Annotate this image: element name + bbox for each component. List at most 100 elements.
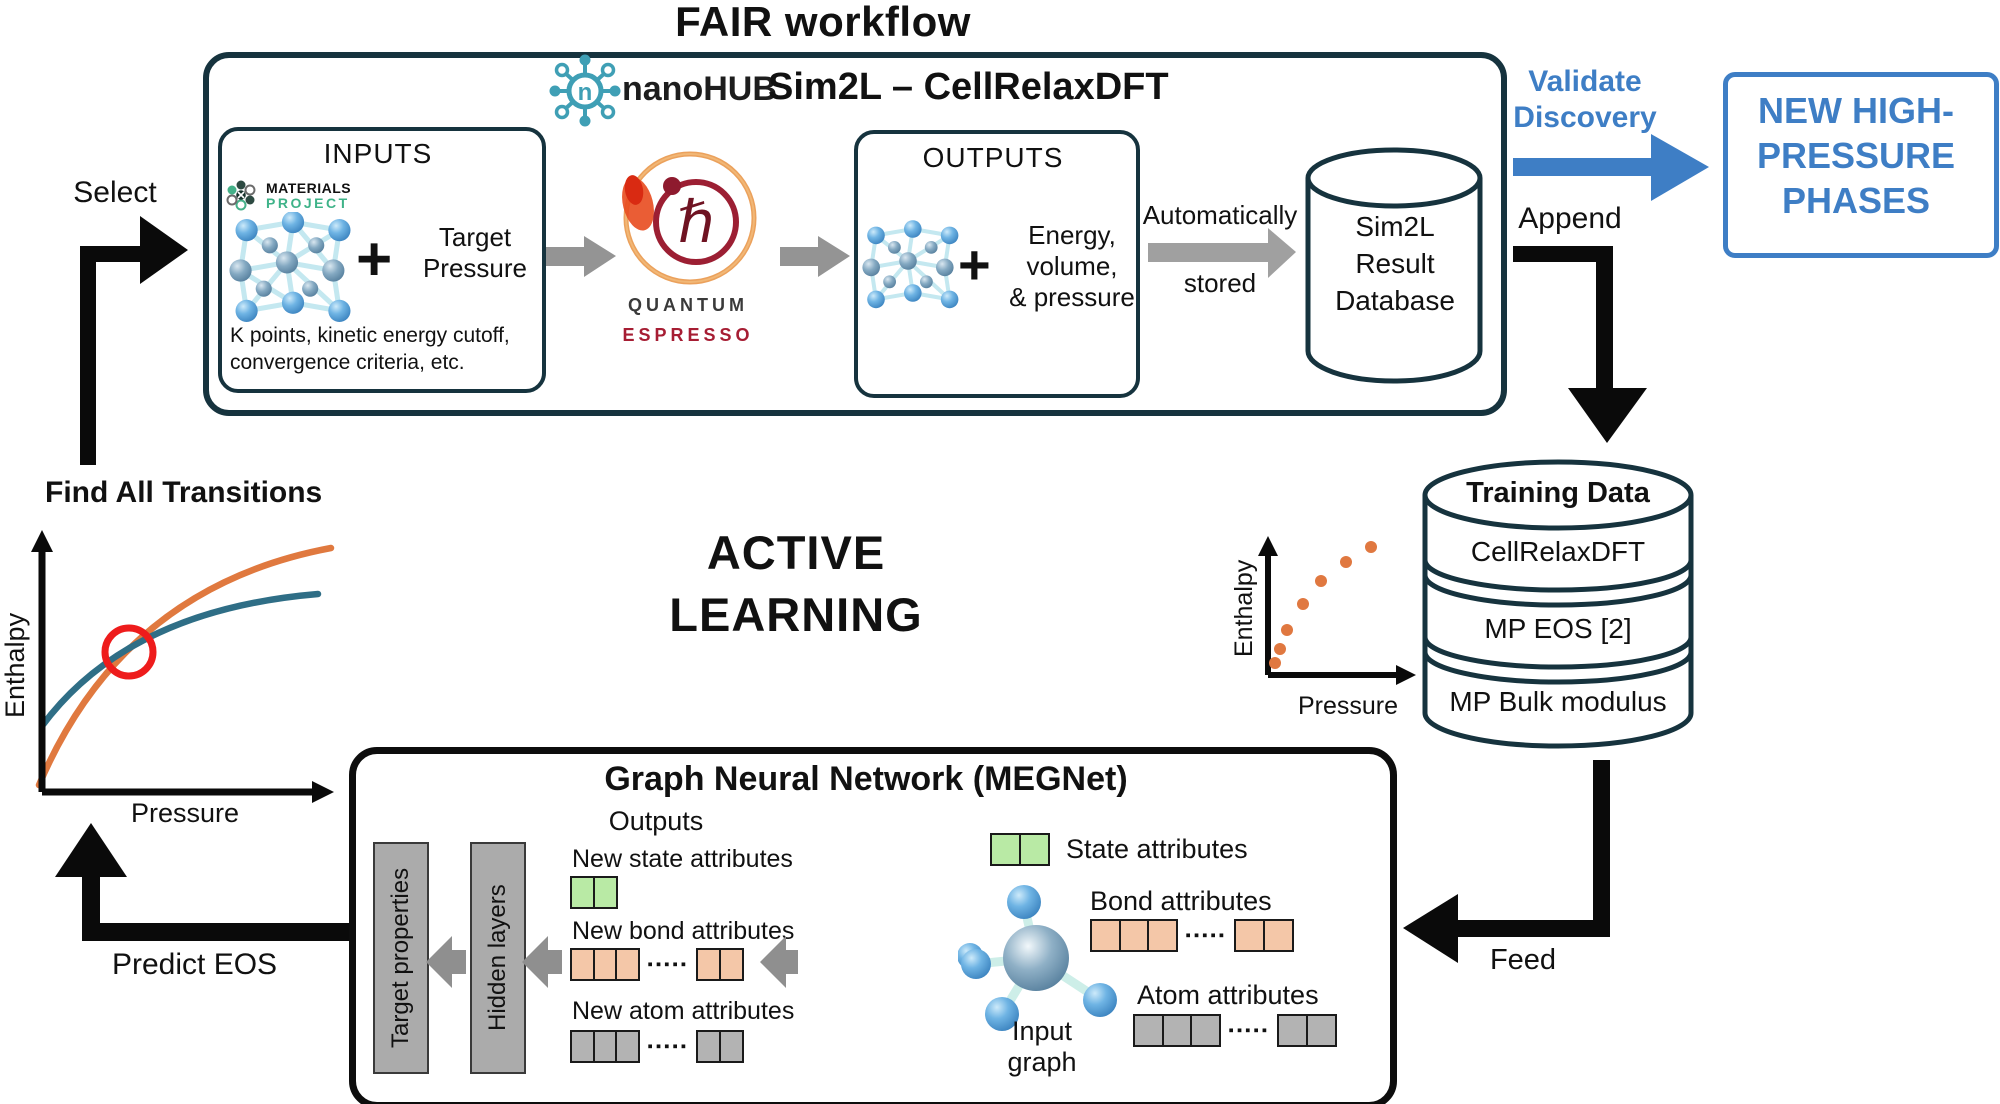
result-database-label: Sim2L Result Database [1304,208,1486,319]
inputs-param-line1: Target [438,222,512,252]
mini-eos-plot [1258,536,1416,685]
ellipsis-dots: ▪▪▪▪▪ [647,1038,690,1055]
validate-arrow [1513,134,1709,201]
eos-chart-ylabel: Enthalpy [0,612,30,718]
materials-project-icon [226,180,256,211]
phases-line2: PRESSURE [1756,135,1956,176]
ellipsis-dots: ▪▪▪▪▪ [647,956,690,973]
atom-cell [718,1030,744,1063]
state-cell [990,833,1021,866]
fair-box-heading: Sim2L – CellRelaxDFT [768,66,1169,108]
atom-attributes-vector: ▪▪▪▪▪ [1133,1014,1337,1047]
new-bond-label: New bond attributes [572,917,795,945]
training-data-cylinder [1422,459,1694,749]
outputs-plus-sign: + [958,233,991,296]
mini-plot-xlabel: Pressure [1297,692,1399,720]
result-db-line1: Sim2L [1355,211,1435,242]
feed-arrow [1403,760,1610,963]
atom-cell [615,1030,640,1063]
new-atom-label: New atom attributes [572,997,795,1025]
append-arrow [1513,246,1647,443]
bond-attributes-label: Bond attributes [1090,886,1272,916]
training-band-1: CellRelaxDFT [1470,536,1646,567]
outputs-line3: & pressure [1009,282,1135,312]
outputs-line2: volume, [1026,251,1118,281]
inputs-note-line2: convergence criteria, etc. [230,351,465,374]
outputs-line1: Energy, [1028,220,1116,250]
result-db-line3: Database [1335,285,1455,316]
bond-cell [570,948,595,981]
select-label: Select [73,176,157,209]
quantum-espresso-logo: ℏ [622,151,757,285]
new-atom-vector: ▪▪▪▪▪ [570,1030,744,1063]
svg-text:ℏ: ℏ [678,188,715,256]
state-cell [570,876,595,909]
active-line1: ACTIVE [706,526,886,579]
atom-attributes-label: Atom attributes [1137,980,1319,1010]
new-state-label: New state attributes [572,845,793,873]
feed-label: Feed [1489,944,1557,976]
predict-eos-arrow [55,823,349,941]
result-db-line2: Result [1355,248,1435,279]
select-arrow [80,216,188,465]
phases-line1: NEW HIGH- [1758,90,1954,131]
atom-cell [1305,1014,1337,1047]
validate-discovery-label: Validate Discovery [1500,64,1670,136]
stored-label-2: stored [1183,268,1257,298]
append-label: Append [1518,202,1622,235]
input-graph-molecule [958,885,1117,1031]
ellipsis-dots: ▪▪▪▪▪ [1185,927,1228,944]
state-cell [1018,833,1050,866]
validate-line1: Validate [1528,65,1642,98]
inputs-target-pressure: Target Pressure [405,222,545,284]
new-bond-vector: ▪▪▪▪▪ [570,948,744,981]
atom-cell [1190,1014,1221,1047]
bond-attributes-vector: ▪▪▪▪▪ [1090,919,1294,952]
eos-transition-chart [31,530,335,803]
nanohub-logo-icon: n [549,54,621,127]
bond-cell [592,948,618,981]
gnn-title: Graph Neural Network (MEGNet) [604,760,1128,798]
training-band-2: MP EOS [2] [1484,613,1632,644]
state-cell [592,876,618,909]
atom-cell [1161,1014,1193,1047]
materials-project-label-2: PROJECT [266,195,350,211]
bond-cell [1234,919,1266,952]
eos-chart-xlabel: Pressure [130,798,240,828]
result-database-cylinder [1305,147,1483,384]
new-phases-box [1723,72,1999,258]
inputs-plus-sign: + [356,225,393,294]
state-attributes-label: State attributes [1066,834,1248,864]
new-state-vector [570,876,618,909]
inputs-box [218,127,546,393]
target-properties-box: Target properties [373,842,429,1074]
bond-cell [718,948,744,981]
state-attributes-vector [990,833,1050,866]
training-band-3: MP Bulk modulus [1449,686,1667,717]
qe-label-espresso: ESPRESSO [622,325,754,345]
stored-label-1: Automatically [1142,200,1298,230]
bond-cell [1262,919,1294,952]
nanohub-logo-text: nanoHUB [622,70,777,108]
active-line2: LEARNING [669,588,923,641]
validate-line2: Discovery [1513,101,1657,134]
atom-cell [570,1030,595,1063]
outputs-quantities: Energy, volume, & pressure [998,220,1146,313]
transition-point-circle [101,624,157,680]
inputs-param-line2: Pressure [422,253,528,283]
ellipsis-dots: ▪▪▪▪▪ [1228,1022,1271,1039]
materials-project-label-1: MATERIALS [266,180,352,196]
output-crystal-structure [862,220,959,309]
atom-cell [696,1030,722,1063]
input-graph-label: Input graph [972,1016,1112,1078]
input-graph-line2: graph [1007,1047,1077,1077]
input-graph-line1: Input [1011,1016,1073,1046]
bond-cell [696,948,722,981]
inputs-title: INPUTS [323,138,433,169]
inputs-note-line1: K points, kinetic energy cutoff, [230,324,510,347]
bond-cell [1118,919,1150,952]
active-learning-label: ACTIVE LEARNING [640,522,952,646]
atom-cell [1277,1014,1309,1047]
new-phases-label: NEW HIGH- PRESSURE PHASES [1723,88,1989,223]
training-data-title: Training Data [1466,477,1650,509]
